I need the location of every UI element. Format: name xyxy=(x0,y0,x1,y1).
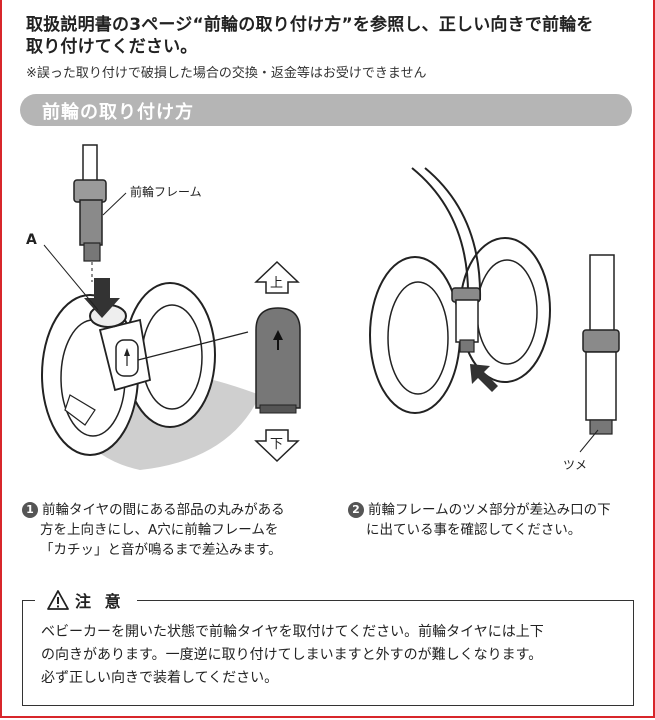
check-arrow xyxy=(470,364,498,392)
step-1-line-2: 方を上向きにし、A穴に前輪フレームを xyxy=(40,522,279,538)
caution-box: 注 意 ベビーカーを開いた状態で前輪タイヤを取付けてください。前輪タイヤには上下… xyxy=(22,588,634,706)
warning-icon xyxy=(47,590,69,610)
label-up: 上 xyxy=(270,276,284,291)
label-a: A xyxy=(26,232,37,248)
insert-arrow xyxy=(84,278,120,318)
caution-text: ベビーカーを開いた状態で前輪タイヤを取付けてください。前輪タイヤには上下 の向き… xyxy=(41,621,625,690)
step-2-line-1: 前輪フレームのツメ部分が差込み口の下 xyxy=(368,502,611,518)
section-title: 前輪の取り付け方 xyxy=(42,102,194,123)
intro-text: 取扱説明書の3ページ“前輪の取り付け方”を参照し、正しい向きで前輪を 取り付けて… xyxy=(26,14,646,58)
label-tsume: ツメ xyxy=(563,458,588,472)
intro-line-2: 取り付けてください。 xyxy=(26,37,198,57)
caution-header: 注 意 xyxy=(35,588,137,612)
caution-line-1: ベビーカーを開いた状態で前輪タイヤを取付けてください。前輪タイヤには上下 xyxy=(41,624,544,640)
disclaimer-note: ※誤った取り付けで破損した場合の交換・返金等はお受けできません xyxy=(26,66,427,81)
up-arrow-icon xyxy=(254,260,300,294)
step-1-line-3: 「カチッ」と音が鳴るまで差込みます。 xyxy=(40,542,282,558)
label-down: 下 xyxy=(270,437,284,452)
frame-tube-detail xyxy=(589,254,615,336)
frame-tube xyxy=(82,144,98,186)
left-illustration xyxy=(41,144,301,470)
step-number-2: 2 xyxy=(348,502,364,518)
curved-frame xyxy=(411,167,470,301)
caution-line-2: の向きがあります。一度逆に取り付けてしまいますと外すのが難しくなります。 xyxy=(41,647,543,663)
caution-title: 注 意 xyxy=(75,592,125,611)
step-number-1: 1 xyxy=(22,502,38,518)
step-1-line-1: 前輪タイヤの間にある部品の丸みがある xyxy=(42,502,285,518)
step-2-line-2: に出ている事を確認してください。 xyxy=(366,522,582,538)
right-illustration xyxy=(369,167,620,453)
section-banner: 前輪の取り付け方 xyxy=(20,94,632,126)
label-front-frame: 前輪フレーム xyxy=(130,185,202,199)
caution-line-3: 必ず正しい向きで装着してください。 xyxy=(41,670,279,686)
rounded-part xyxy=(255,307,301,409)
intro-line-1: 取扱説明書の3ページ“前輪の取り付け方”を参照し、正しい向きで前輪を xyxy=(26,15,594,35)
down-arrow-icon xyxy=(254,429,300,463)
